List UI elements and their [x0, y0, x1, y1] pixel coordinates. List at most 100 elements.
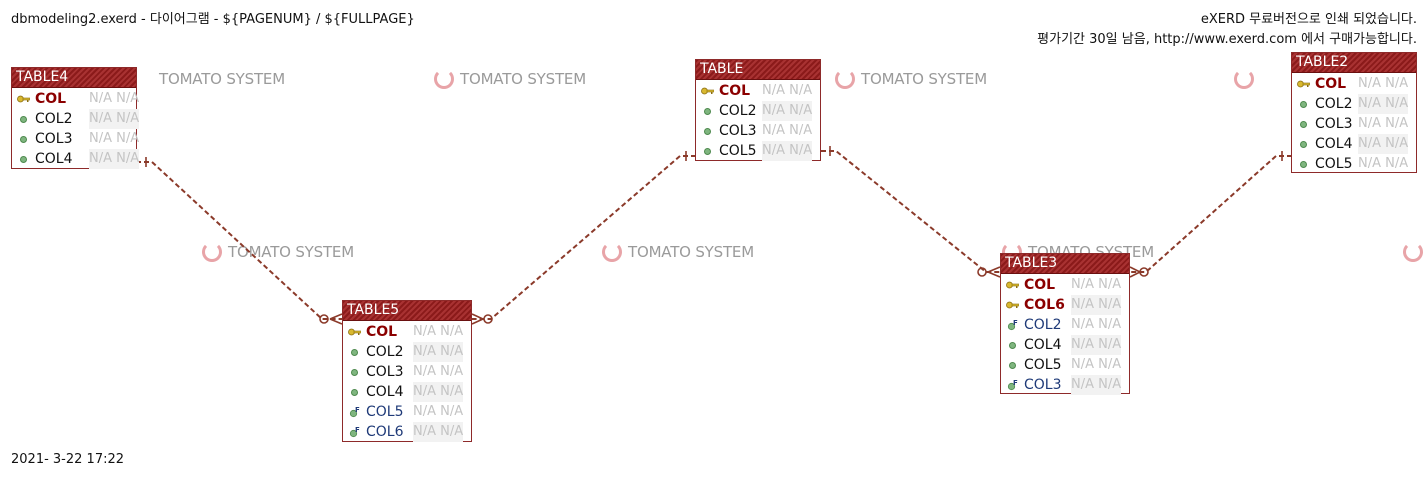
column-type: N/A N/A [413, 364, 464, 379]
column-icon [20, 136, 27, 143]
power-ring-icon [434, 69, 454, 89]
column-name: COL5 [1024, 357, 1062, 373]
cardinality-zero-many-mark [319, 313, 343, 325]
column-row[interactable]: COL3 N/A N/A [696, 121, 820, 141]
column-name: COL5 [366, 404, 404, 420]
watermark: TOMATO SYSTEM [202, 242, 354, 262]
column-row[interactable]: COL3 N/A N/A [343, 362, 471, 382]
column-row[interactable]: F COL3 N/A N/A [1001, 375, 1129, 395]
foreign-key-icon: F [349, 426, 360, 438]
column-icon [1009, 362, 1016, 369]
foreign-key-icon: F [1007, 379, 1018, 391]
column-icon [704, 108, 711, 115]
column-name: COL [719, 83, 751, 99]
column-name: COL4 [35, 151, 73, 167]
column-name: COL4 [1024, 337, 1062, 353]
column-type: N/A N/A [1071, 277, 1122, 292]
column-type: N/A N/A [413, 382, 464, 402]
column-icon [20, 156, 27, 163]
column-type: N/A N/A [1358, 76, 1409, 91]
column-icon [704, 148, 711, 155]
diagram-title: dbmodeling2.exerd - 다이어그램 - ${PAGENUM} /… [11, 12, 415, 27]
column-row[interactable]: F COL6 N/A N/A [343, 422, 471, 442]
column-icon [351, 369, 358, 376]
column-name: COL6 [1024, 297, 1065, 313]
column-type: N/A N/A [89, 91, 140, 106]
table-name: TABLE [696, 60, 820, 80]
table-name: TABLE3 [1001, 254, 1129, 274]
column-type: N/A N/A [413, 342, 464, 362]
column-name: COL3 [35, 131, 73, 147]
column-name: COL [1315, 76, 1347, 92]
column-type: N/A N/A [1358, 116, 1409, 131]
license-notice: eXERD 무료버전으로 인쇄 되었습니다. 평가기간 30일 남음, http… [1037, 10, 1417, 50]
watermark-text: TOMATO SYSTEM [228, 243, 354, 261]
column-type: N/A N/A [89, 131, 140, 146]
primary-key-icon [701, 87, 714, 95]
column-icon [1300, 141, 1307, 148]
column-icon [1300, 121, 1307, 128]
column-name: COL3 [1024, 377, 1062, 393]
svg-text:F: F [355, 426, 360, 434]
watermark: TOMATO SYSTEM [133, 69, 285, 89]
column-type: N/A N/A [1071, 317, 1122, 332]
column-name: COL6 [366, 424, 404, 440]
column-row[interactable]: COL3 N/A N/A [1292, 114, 1416, 134]
column-name: COL3 [719, 123, 757, 139]
column-icon [351, 349, 358, 356]
column-row[interactable]: F COL5 N/A N/A [343, 402, 471, 422]
column-icon [704, 128, 711, 135]
relationship-table-table3 [821, 150, 1000, 273]
column-type: N/A N/A [762, 141, 813, 161]
column-type: N/A N/A [413, 404, 464, 419]
column-type: N/A N/A [413, 422, 464, 442]
cardinality-zero-many-mark [1129, 266, 1149, 278]
power-ring-icon [202, 242, 222, 262]
column-row[interactable]: COL N/A N/A [1292, 74, 1416, 94]
watermark-text: TOMATO SYSTEM [861, 70, 987, 88]
column-type: N/A N/A [762, 123, 813, 138]
cardinality-zero-many-mark [977, 266, 1001, 278]
watermark-text: TOMATO SYSTEM [628, 243, 754, 261]
column-row[interactable]: F COL2 N/A N/A [1001, 315, 1129, 335]
column-name: COL2 [719, 103, 757, 119]
watermark: TOMATO SYSTEM [434, 69, 586, 89]
column-type: N/A N/A [1071, 375, 1122, 395]
relationship-table2-table3 [1130, 155, 1292, 273]
power-ring-icon [602, 242, 622, 262]
column-name: COL3 [366, 364, 404, 380]
foreign-key-icon: F [349, 406, 360, 418]
column-name: COL2 [1024, 317, 1062, 333]
watermark: TOMATO SYSTEM [602, 242, 754, 262]
column-type: N/A N/A [1358, 94, 1409, 114]
svg-text:F: F [1013, 319, 1018, 327]
column-row[interactable]: COL3 N/A N/A [12, 129, 140, 149]
cardinality-zero-many-mark [471, 313, 493, 325]
column-name: COL3 [1315, 116, 1353, 132]
primary-key-icon [1006, 301, 1019, 309]
svg-text:F: F [1013, 379, 1018, 387]
column-name: COL [366, 324, 398, 340]
